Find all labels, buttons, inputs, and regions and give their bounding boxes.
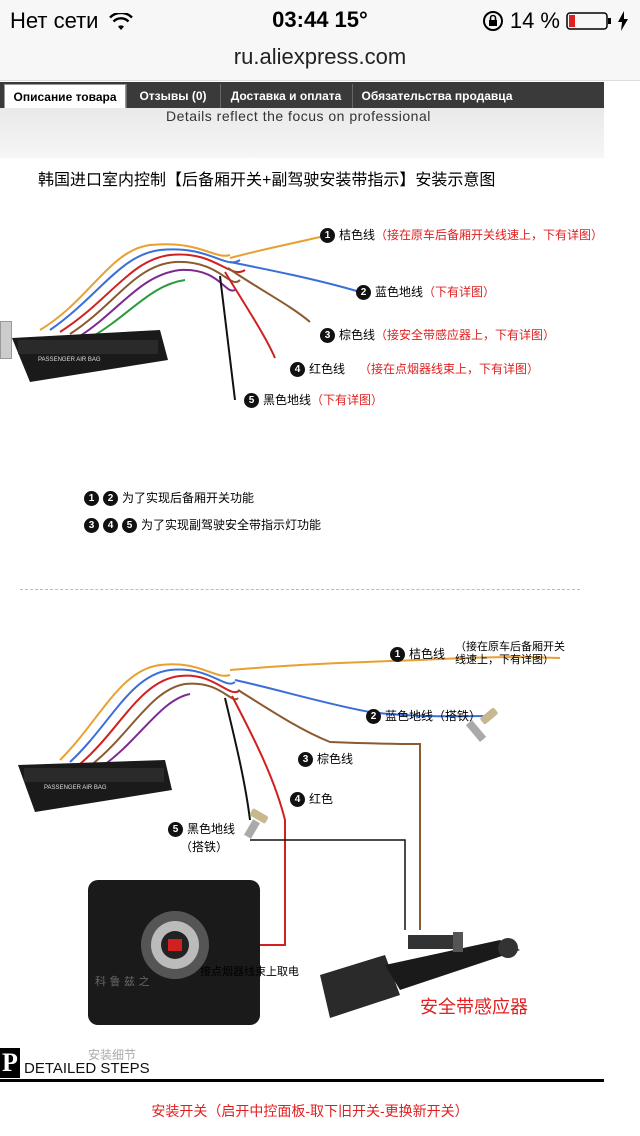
rotation-lock-icon [482, 11, 503, 31]
charging-bolt-icon [618, 11, 628, 31]
bolt-icon-ground-blue [465, 707, 498, 742]
switch-label-2: PASSENGER AIR BAG [44, 785, 107, 791]
switch-panel-1: PASSENGER AIR BAG [12, 330, 168, 382]
diagram-title: 韩国进口室内控制【后备厢开关+副驾驶安装带指示】安装示意图 [38, 172, 496, 189]
section-divider [20, 589, 580, 590]
install-switch-caption: 安装开关（启开中控面板-取下旧开关-更换新开关） [151, 1103, 469, 1119]
lighter-label: 接点烟器线束上取电 [200, 966, 299, 978]
p-logo: P [0, 1048, 20, 1078]
number-badge: 1 [320, 228, 335, 244]
lighter-photo: 科 鲁 兹 之 [88, 880, 260, 1025]
divider-line [0, 1079, 604, 1082]
number-badge: 3 [320, 328, 335, 344]
number-badge: 4 [290, 362, 305, 378]
detailed-steps-en: DETAILED STEPS [24, 1060, 150, 1077]
d2-label-1-note: （接在原车后备厢开关 线速上，下有详图） [455, 641, 565, 666]
status-bar: Нет сети 03:44 15° 14 % [0, 0, 640, 44]
battery-status: 14 % [482, 8, 628, 34]
switch-label-1: PASSENGER AIR BAG [38, 357, 101, 363]
sensor-label: 安全带感应器 [420, 997, 528, 1017]
tab-description[interactable]: Описание товара [4, 84, 126, 109]
wifi-icon [108, 11, 133, 31]
url-text[interactable]: ru.aliexpress.com [233, 44, 407, 69]
detailed-steps-cn: 安装细节 [88, 1048, 137, 1062]
switch-panel-2: PASSENGER AIR BAG [18, 760, 172, 812]
tab-shipping[interactable]: Доставка и оплата [220, 84, 351, 108]
carrier-status: Нет сети [10, 8, 133, 34]
tab-seller-obligations[interactable]: Обязательства продавца [352, 84, 521, 108]
bolt-icon-ground-black [244, 808, 269, 839]
watermark-text: 科 鲁 兹 之 [95, 974, 150, 988]
banner-text: Details reflect the focus on professiona… [166, 108, 431, 124]
scroll-handle[interactable] [0, 321, 12, 359]
carrier-label: Нет сети [10, 8, 99, 33]
clock: 03:44 15° [272, 7, 368, 32]
battery-icon [566, 12, 611, 30]
address-bar[interactable]: ru.aliexpress.com [0, 44, 640, 81]
tab-reviews[interactable]: Отзывы (0) [126, 84, 219, 108]
harness-1 [39, 236, 361, 401]
battery-percent: 14 % [509, 8, 560, 33]
number-badge: 2 [356, 285, 371, 301]
number-badge: 5 [244, 393, 259, 409]
product-tabs: Описание товара Отзывы (0) Доставка и оп… [0, 82, 604, 109]
description-banner: Details reflect the focus on professiona… [0, 108, 604, 158]
detailed-steps-header: P 安装细节 DETAILED STEPS [0, 1046, 604, 1082]
seatbelt-sensor [320, 932, 520, 1018]
